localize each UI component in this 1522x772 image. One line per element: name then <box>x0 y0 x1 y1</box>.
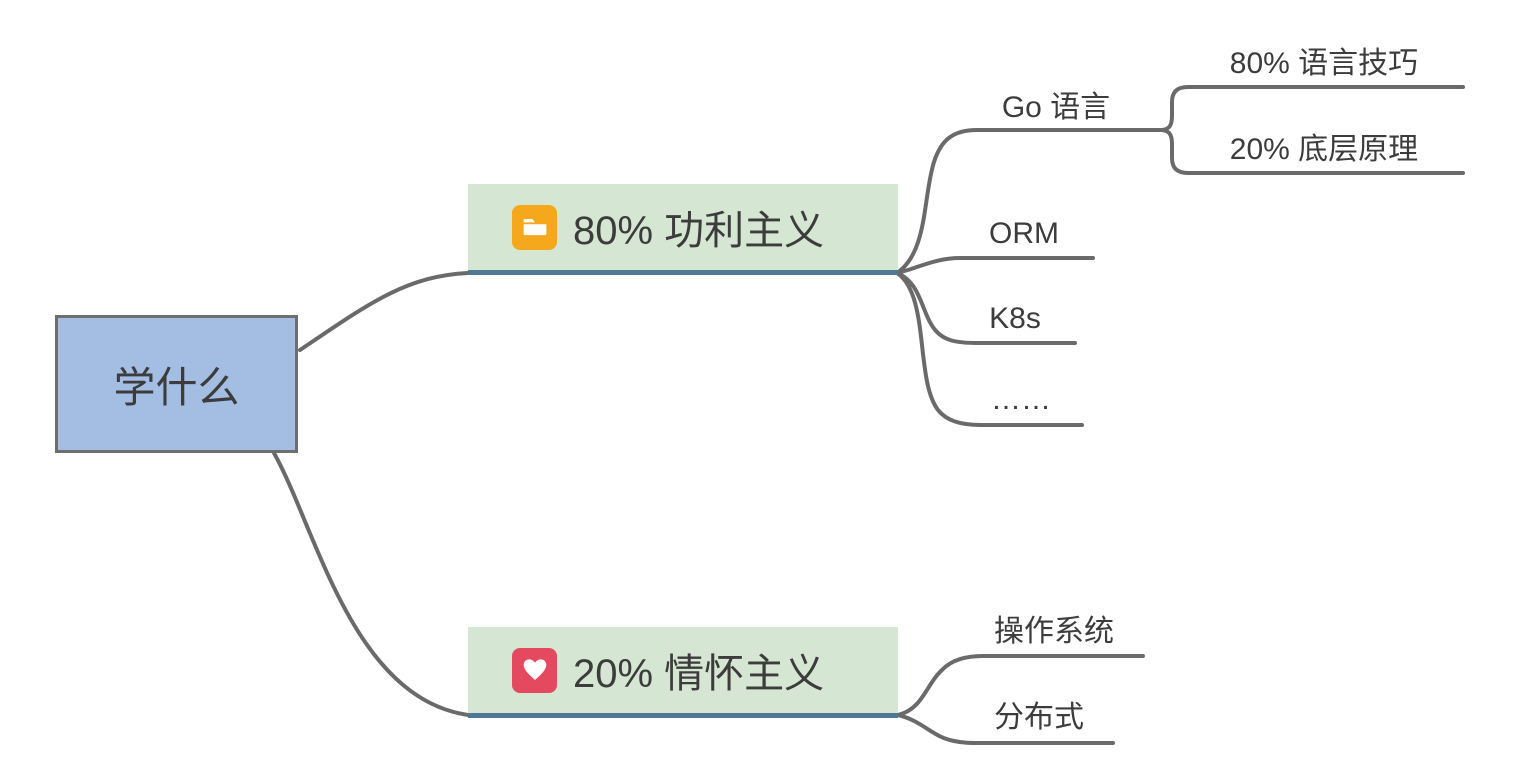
connector-branch2-to-distributed <box>896 713 1115 745</box>
connector-root-to-branch-passion <box>272 451 470 717</box>
root-label: 学什么 <box>113 363 240 411</box>
connector-go-to-low-level <box>1158 128 1465 175</box>
grandchild-topic-lang-skill[interactable]: 80% 语言技巧 <box>1229 47 1419 80</box>
heart-icon <box>512 647 557 693</box>
branch-passion-label: 20% 情怀主义 <box>573 652 825 696</box>
child-topic-k8s[interactable]: K8s <box>989 302 1041 335</box>
child-topic-os[interactable]: 操作系统 <box>994 615 1114 648</box>
grandchild-topic-low-level[interactable]: 20% 底层原理 <box>1229 133 1419 166</box>
child-topic-orm[interactable]: ORM <box>989 217 1059 250</box>
connector-branch1-to-orm <box>895 256 1095 275</box>
branch-node-passion[interactable]: 20% 情怀主义 <box>468 627 898 718</box>
folder-icon <box>512 204 557 250</box>
connector-branch2-to-os <box>896 654 1145 717</box>
child-topic-go-lang[interactable]: Go 语言 <box>1001 91 1111 124</box>
connector-branch1-to-k8s <box>895 271 1077 345</box>
root-node[interactable]: 学什么 <box>55 315 298 453</box>
connector-root-to-branch-utilitarian <box>298 271 470 352</box>
connector-go-to-lang-skill <box>1158 85 1465 132</box>
connector-branch1-to-go <box>895 128 1162 275</box>
child-topic-distributed[interactable]: 分布式 <box>994 701 1084 734</box>
child-topic-more[interactable]: …… <box>991 383 1051 416</box>
branch-node-utilitarian[interactable]: 80% 功利主义 <box>468 184 898 275</box>
branch-utilitarian-label: 80% 功利主义 <box>573 209 825 253</box>
connector-branch1-to-more <box>895 271 1084 427</box>
